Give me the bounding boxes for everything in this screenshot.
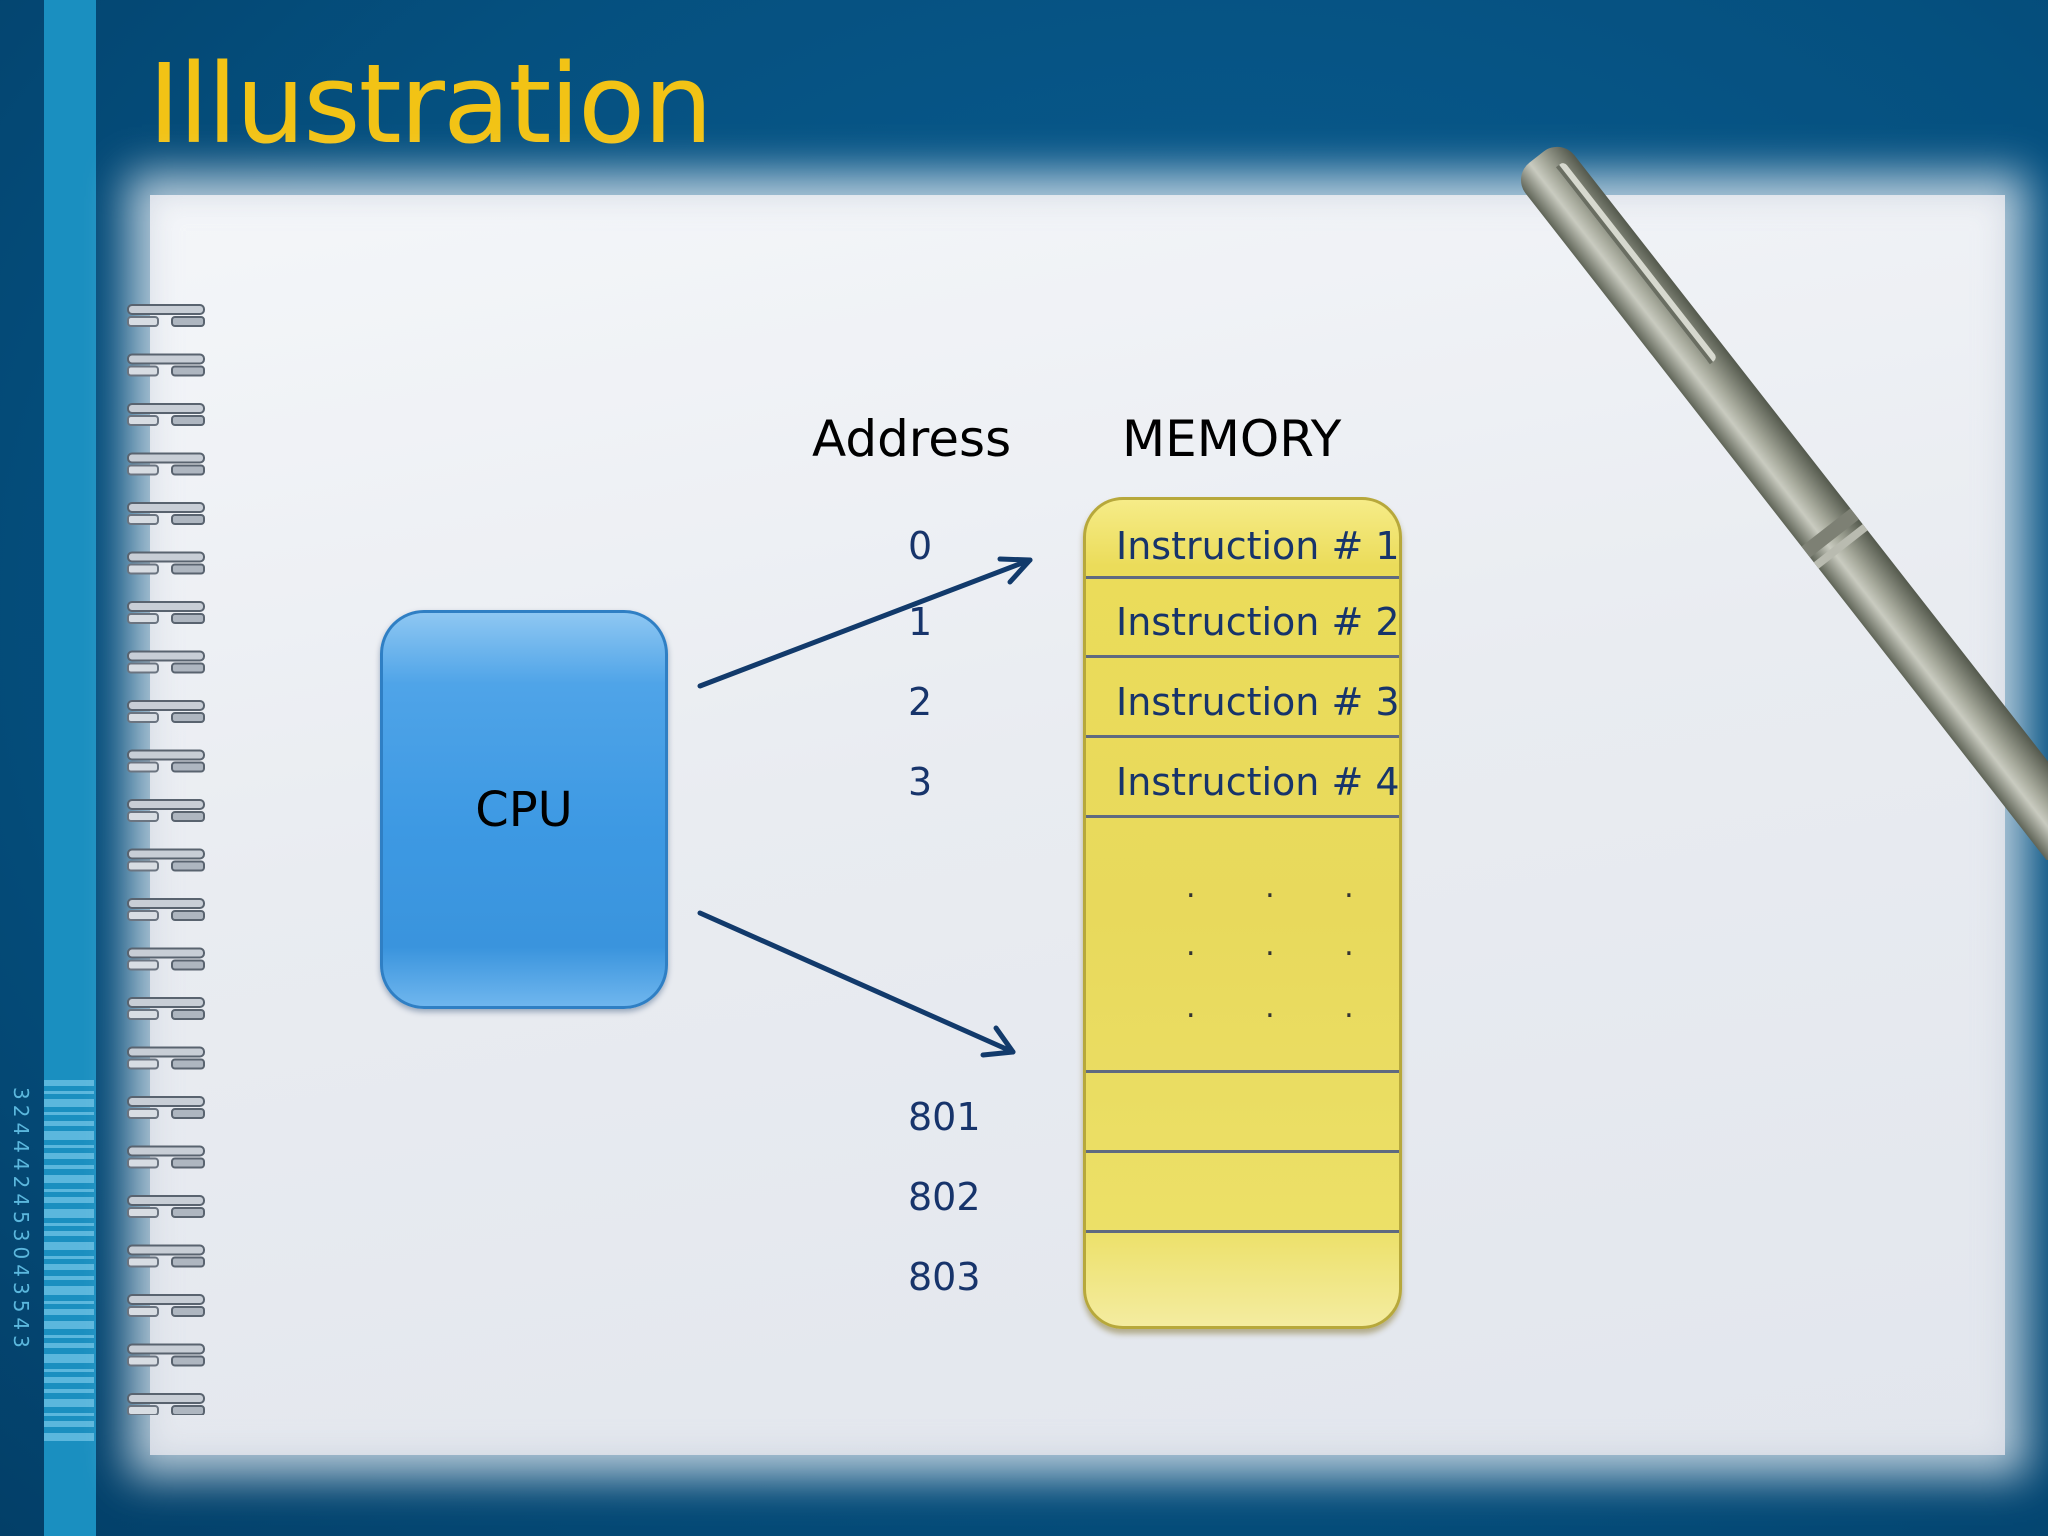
address-0: 0 — [908, 524, 933, 568]
memory-cell-instruction-4: Instruction # 4 — [1116, 760, 1400, 804]
pen-decoration — [1521, 146, 2048, 860]
spiral-ring — [127, 1046, 205, 1070]
spiral-ring — [127, 749, 205, 773]
memory-cell-instruction-2: Instruction # 2 — [1116, 600, 1400, 644]
memory-divider — [1086, 1230, 1399, 1233]
spiral-ring — [127, 1195, 205, 1218]
spiral-ring — [127, 551, 205, 575]
spiral-ring — [127, 1393, 205, 1415]
spiral-ring — [127, 947, 205, 971]
spiral-ring — [127, 601, 205, 624]
address-3: 3 — [908, 760, 933, 804]
memory-divider — [1086, 1150, 1399, 1153]
address-801: 801 — [908, 1095, 981, 1139]
memory-ellipsis: . . . — [1186, 928, 1384, 963]
memory-divider — [1086, 735, 1399, 738]
memory-cell-instruction-1: Instruction # 1 — [1116, 524, 1400, 568]
memory-ellipsis: . . . — [1186, 870, 1384, 905]
memory-ellipsis: . . . — [1186, 990, 1384, 1025]
cpu-label: CPU — [475, 781, 573, 838]
spiral-ring — [127, 403, 205, 426]
spiral-ring — [127, 452, 205, 476]
cpu-block: CPU — [380, 610, 668, 1009]
barcode-graphic: 324442453043543 — [9, 1080, 94, 1441]
spiral-ring — [127, 700, 205, 723]
address-803: 803 — [908, 1255, 981, 1299]
spiral-ring — [127, 848, 205, 872]
memory-divider — [1086, 815, 1399, 818]
spiral-ring — [127, 997, 205, 1020]
memory-block: Instruction # 1 Instruction # 2 Instruct… — [1083, 497, 1402, 1329]
spiral-ring — [127, 898, 205, 921]
memory-cell-instruction-3: Instruction # 3 — [1116, 680, 1400, 724]
spiral-ring — [127, 650, 205, 674]
spiral-ring — [127, 1294, 205, 1317]
spiral-ring — [127, 1244, 205, 1268]
spiral-ring — [127, 353, 205, 377]
spiral-ring — [127, 304, 205, 327]
spiral-binding — [127, 304, 205, 1415]
arrow-cpu-to-address-0 — [697, 556, 1033, 689]
spiral-ring — [127, 1343, 205, 1367]
memory-divider — [1086, 1070, 1399, 1073]
address-802: 802 — [908, 1175, 981, 1219]
address-header: Address — [812, 410, 1012, 468]
spiral-ring — [127, 1096, 205, 1119]
spiral-ring — [127, 799, 205, 822]
barcode-digits: 324442453043543 — [9, 1087, 33, 1353]
spiral-ring — [127, 1145, 205, 1169]
memory-header: MEMORY — [1122, 410, 1342, 468]
address-2: 2 — [908, 680, 933, 724]
arrow-cpu-to-address-801 — [697, 910, 1016, 1058]
slide-title: Illustration — [148, 40, 713, 168]
spiral-ring — [127, 502, 205, 525]
memory-divider — [1086, 576, 1399, 579]
memory-divider — [1086, 655, 1399, 658]
